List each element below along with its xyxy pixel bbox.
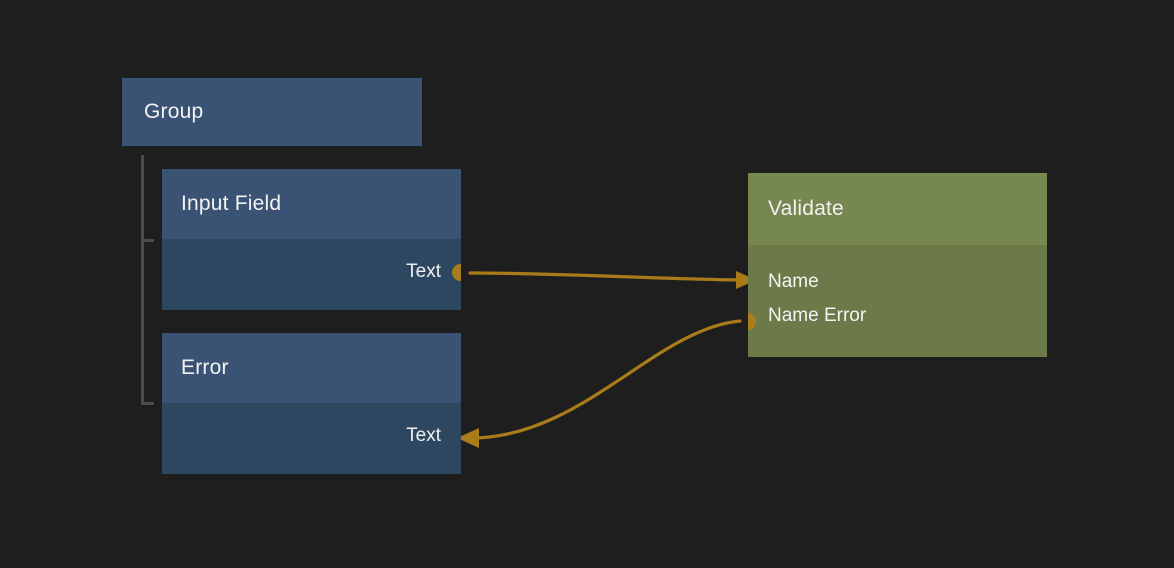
output-port-label-text: Text <box>406 261 441 282</box>
group-tree-branch-input-field <box>141 239 154 242</box>
input-row-name[interactable]: Name <box>768 265 1047 299</box>
output-port-name-error[interactable] <box>748 313 756 330</box>
input-port-label-text: Text <box>406 425 441 446</box>
output-port-text[interactable] <box>452 264 461 281</box>
edge-validate-name-error-to-error-text <box>469 319 742 440</box>
group-tree-branch-error <box>141 402 154 405</box>
node-validate-body: Name Name Error <box>748 245 1047 357</box>
group-tree-trunk <box>141 155 144 405</box>
node-error[interactable]: Error Text <box>162 333 461 474</box>
input-port-label-name: Name <box>768 271 819 292</box>
node-group-title: Group <box>144 100 204 123</box>
edge-input-text-to-validate-name <box>468 271 746 282</box>
node-error-title: Error <box>181 356 229 379</box>
output-row-name-error[interactable]: Name Error <box>768 299 1047 333</box>
node-input-field-title: Input Field <box>181 192 282 215</box>
node-group[interactable]: Group <box>122 78 422 146</box>
input-row-text[interactable]: Text <box>406 425 441 447</box>
node-input-field-header[interactable]: Input Field <box>162 169 461 239</box>
node-group-header[interactable]: Group <box>122 78 422 146</box>
node-validate-header[interactable]: Validate <box>748 173 1047 245</box>
output-port-label-name-error: Name Error <box>768 305 867 326</box>
node-input-field[interactable]: Input Field Text <box>162 169 461 310</box>
output-row-text[interactable]: Text <box>406 261 441 283</box>
node-validate-title: Validate <box>768 197 844 220</box>
node-error-body: Text <box>162 403 461 474</box>
node-input-field-body: Text <box>162 239 461 310</box>
node-error-header[interactable]: Error <box>162 333 461 403</box>
node-validate[interactable]: Validate Name Name Error <box>748 173 1047 357</box>
